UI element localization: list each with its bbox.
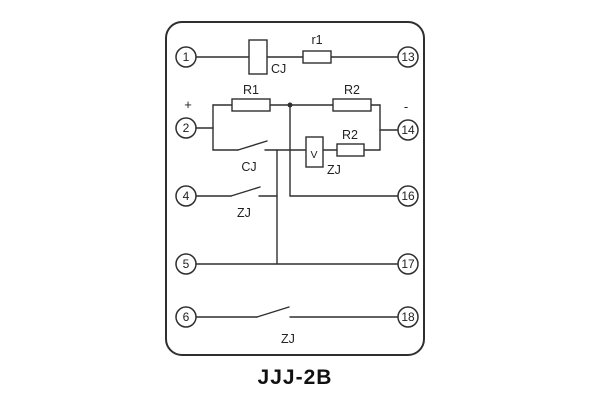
relay-case-outline [165, 21, 425, 356]
terminal-circle [397, 185, 419, 207]
cj-contact-blade [237, 140, 268, 151]
terminal-circle [175, 253, 197, 275]
labels: + - CJ r1 R1 R2 R2 V ZJ CJ ZJ ZJ [184, 33, 408, 346]
cj-coil-label: CJ [271, 62, 286, 76]
polarity-plus-label: + [184, 97, 192, 112]
resistor-R2-upper-label: R2 [344, 83, 360, 97]
resistor-r1-symbol [302, 50, 332, 64]
terminal-17: 17 [397, 253, 419, 275]
zj-coil-symbol [305, 136, 324, 168]
terminal-4: 4 [175, 185, 197, 207]
terminal-number: 5 [183, 257, 190, 271]
terminal-circle [397, 46, 419, 68]
terminal-number: 17 [401, 257, 415, 271]
terminal-circle [175, 46, 197, 68]
terminal-number: 6 [183, 310, 190, 324]
cj-coil-symbol [248, 39, 268, 75]
zj-coil-mark: V [310, 149, 317, 161]
terminal-14: 14 [397, 119, 419, 141]
zj-coil-label: ZJ [327, 163, 341, 177]
terminal-circle [397, 119, 419, 141]
terminal-circle [397, 306, 419, 328]
zj-contact-b-label: ZJ [281, 332, 295, 346]
cj-contact-label: CJ [241, 160, 256, 174]
terminal-13: 13 [397, 46, 419, 68]
terminal-5: 5 [175, 253, 197, 275]
model-caption: JJJ-2B [258, 366, 333, 389]
resistor-R2-upper-symbol [332, 98, 372, 112]
terminal-number: 1 [183, 50, 190, 64]
terminal-number: 4 [183, 189, 190, 203]
terminal-number: 14 [401, 123, 415, 137]
resistor-R2-lower-symbol [336, 143, 365, 157]
terminals: 1 2 4 5 6 13 1 [175, 46, 419, 328]
terminal-circle [175, 117, 197, 139]
components [231, 39, 372, 168]
resistor-r1-label: r1 [311, 33, 322, 47]
resistor-R1-symbol [231, 98, 271, 112]
resistor-R1-label: R1 [243, 83, 259, 97]
zj-contact-a-label: ZJ [237, 206, 251, 220]
resistor-R2-lower-label: R2 [342, 128, 358, 142]
wires [195, 56, 399, 318]
terminal-1: 1 [175, 46, 197, 68]
terminal-number: 13 [401, 50, 415, 64]
polarity-minus-label: - [404, 99, 408, 114]
junction-dot [287, 102, 293, 108]
terminal-16: 16 [397, 185, 419, 207]
terminal-circle [397, 253, 419, 275]
zj-contact-blade [230, 186, 261, 197]
terminal-number: 2 [183, 121, 190, 135]
terminal-18: 18 [397, 306, 419, 328]
terminal-circle [175, 185, 197, 207]
terminal-6: 6 [175, 306, 197, 328]
terminal-circle [175, 306, 197, 328]
terminal-number: 16 [401, 189, 415, 203]
terminal-number: 18 [401, 310, 415, 324]
terminal-2: 2 [175, 117, 197, 139]
zj-contact-blade [256, 306, 290, 318]
